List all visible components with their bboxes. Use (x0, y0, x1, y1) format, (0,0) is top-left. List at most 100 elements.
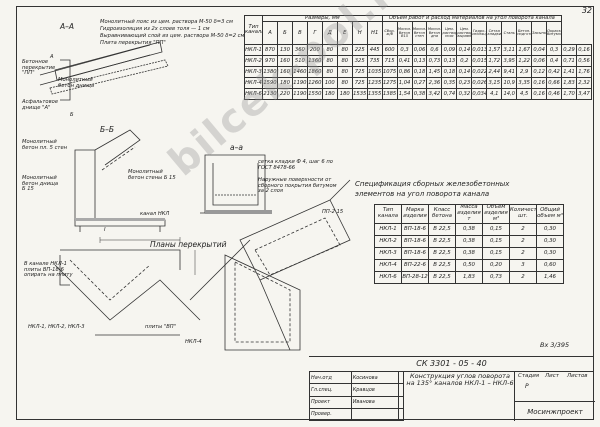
signature-cell (397, 407, 405, 422)
volume-col-header: Сбор. ж/б (381, 21, 398, 46)
label-concrete-walls-b: Монолитный бетон стены Б 15 (128, 169, 176, 181)
stage-value: Р (525, 383, 529, 390)
signature-cell (397, 370, 405, 385)
spec-cell: 3 (509, 259, 537, 272)
value-cell: 0,4 (546, 55, 563, 68)
channel-type-cell: НКЛ-1 (244, 44, 263, 57)
value-cell: 0,74 (441, 88, 458, 101)
value-cell: 2,36 (426, 77, 443, 90)
value-cell: 1,83 (561, 77, 578, 90)
value-cell: 1535 (351, 88, 368, 101)
spec-cell: 2 (509, 223, 537, 236)
group-volume: Объем работ и расход материалов на угол … (381, 14, 563, 23)
label-hkl-list: НКЛ-1, НКЛ-2, НКЛ-3 (28, 324, 85, 330)
value-cell: 2,32 (576, 77, 592, 90)
spec-col-header: Масса изделия т (455, 204, 483, 224)
volume-col-header: Сталь (501, 21, 518, 46)
spec-cell: В 22,5 (428, 259, 456, 272)
organization: Мосинжпроект (515, 401, 595, 416)
signature-cell: Гл.спец. (309, 383, 352, 397)
spec-cell: В 22,5 (428, 247, 456, 260)
spec-cell: 0,15 (482, 247, 510, 260)
volume-col-header: Монол. бетон В15 (396, 21, 413, 46)
value-cell: 0,16 (576, 44, 592, 57)
label-upper-slab: Бетонное перекрытие "ПП" (22, 59, 56, 77)
signature-row: Провер. (309, 407, 405, 422)
value-cell: 0,13 (411, 55, 428, 68)
signature-cell: Косинова (350, 370, 399, 385)
value-cell: 0,2 (456, 55, 473, 68)
label-hkl-support: В канале НКЛ-1 плиты ВП-18-6 опирать на … (24, 261, 73, 279)
label-bottom-concrete: Монолитный бетон днища Б 15 (22, 175, 59, 193)
value-cell: 0,015 (471, 55, 488, 68)
spec-cell: ВП-18-6 (401, 247, 429, 260)
channel-type-cell: НКЛ-6 (244, 88, 263, 101)
page-number: 32 (581, 6, 592, 15)
value-cell: 1275 (381, 77, 398, 90)
value-cell: 0,022 (471, 66, 488, 79)
dim-col-header: А (262, 21, 278, 46)
value-cell: 1,45 (426, 66, 443, 79)
value-cell: 1,57 (486, 44, 503, 57)
value-cell: 0,41 (396, 55, 413, 68)
spec-col-header: Марка изделия (401, 204, 429, 224)
note-waterproofing: Гидроизоляция из 2х слоев толя — 1 см (100, 26, 210, 32)
spec-cell: НКЛ-2 (374, 235, 402, 248)
sheets-label: Листов (567, 373, 588, 379)
value-cell: 0,16 (531, 77, 548, 90)
volume-col-header: Гидро-изоляция (471, 21, 488, 46)
sheet-frame (16, 6, 594, 420)
value-cell: 0,3 (546, 44, 563, 57)
value-cell: 2,9 (516, 66, 533, 79)
value-cell: 3,11 (501, 44, 518, 57)
value-cell: 0,04 (531, 44, 548, 57)
mark-b: Б (70, 112, 74, 118)
spec-cell: ВП-22-6 (401, 259, 429, 272)
signature-cell: Проект (309, 395, 352, 409)
spec-col-header: Объем изделия м³ (482, 204, 510, 224)
value-cell: 1,72 (486, 55, 503, 68)
value-cell: 3,42 (426, 88, 443, 101)
spec-cell: ВП-28-12 (401, 271, 429, 284)
value-cell: 1355 (366, 88, 383, 101)
spec-cell: НКЛ-6 (374, 271, 402, 284)
value-cell: 0,18 (411, 66, 428, 79)
value-cell: 1,67 (516, 44, 533, 57)
spec-cell: ВП-18-6 (401, 235, 429, 248)
value-cell: 445 (366, 44, 383, 57)
value-cell: 0,026 (471, 77, 488, 90)
value-cell: 80 (336, 77, 353, 90)
value-cell: 1385 (381, 88, 398, 101)
value-cell: 0,35 (441, 77, 458, 90)
spec-title-1: Спецификация сборных железобетонных (355, 180, 510, 188)
value-cell: 1550 (306, 88, 323, 101)
value-cell: 0,14 (456, 44, 473, 57)
spec-cell: 0,73 (482, 271, 510, 284)
volume-col-header: Окраска битумом (546, 21, 563, 46)
volume-col-header: Сетка кладки (486, 21, 503, 46)
value-cell: 3,35 (516, 77, 533, 90)
spec-cell: 0,50 (455, 259, 483, 272)
spec-col-header: Тип канала (374, 204, 402, 224)
value-cell: 735 (366, 55, 383, 68)
value-cell: 0,86 (396, 66, 413, 79)
value-cell: 1,54 (396, 88, 413, 101)
value-cell: 4,5 (516, 88, 533, 101)
plans-title: Планы перекрытий (150, 240, 227, 249)
value-cell: 1035 (366, 66, 383, 79)
value-cell: 1,70 (561, 88, 578, 101)
volume-col-header: Монол. бетон дна (426, 21, 443, 46)
value-cell: 2,44 (486, 66, 503, 79)
spec-cell: 1,83 (455, 271, 483, 284)
signature-cell (397, 383, 405, 397)
spec-cell: 2 (509, 235, 537, 248)
signature-cell: Кравцов (350, 383, 399, 397)
